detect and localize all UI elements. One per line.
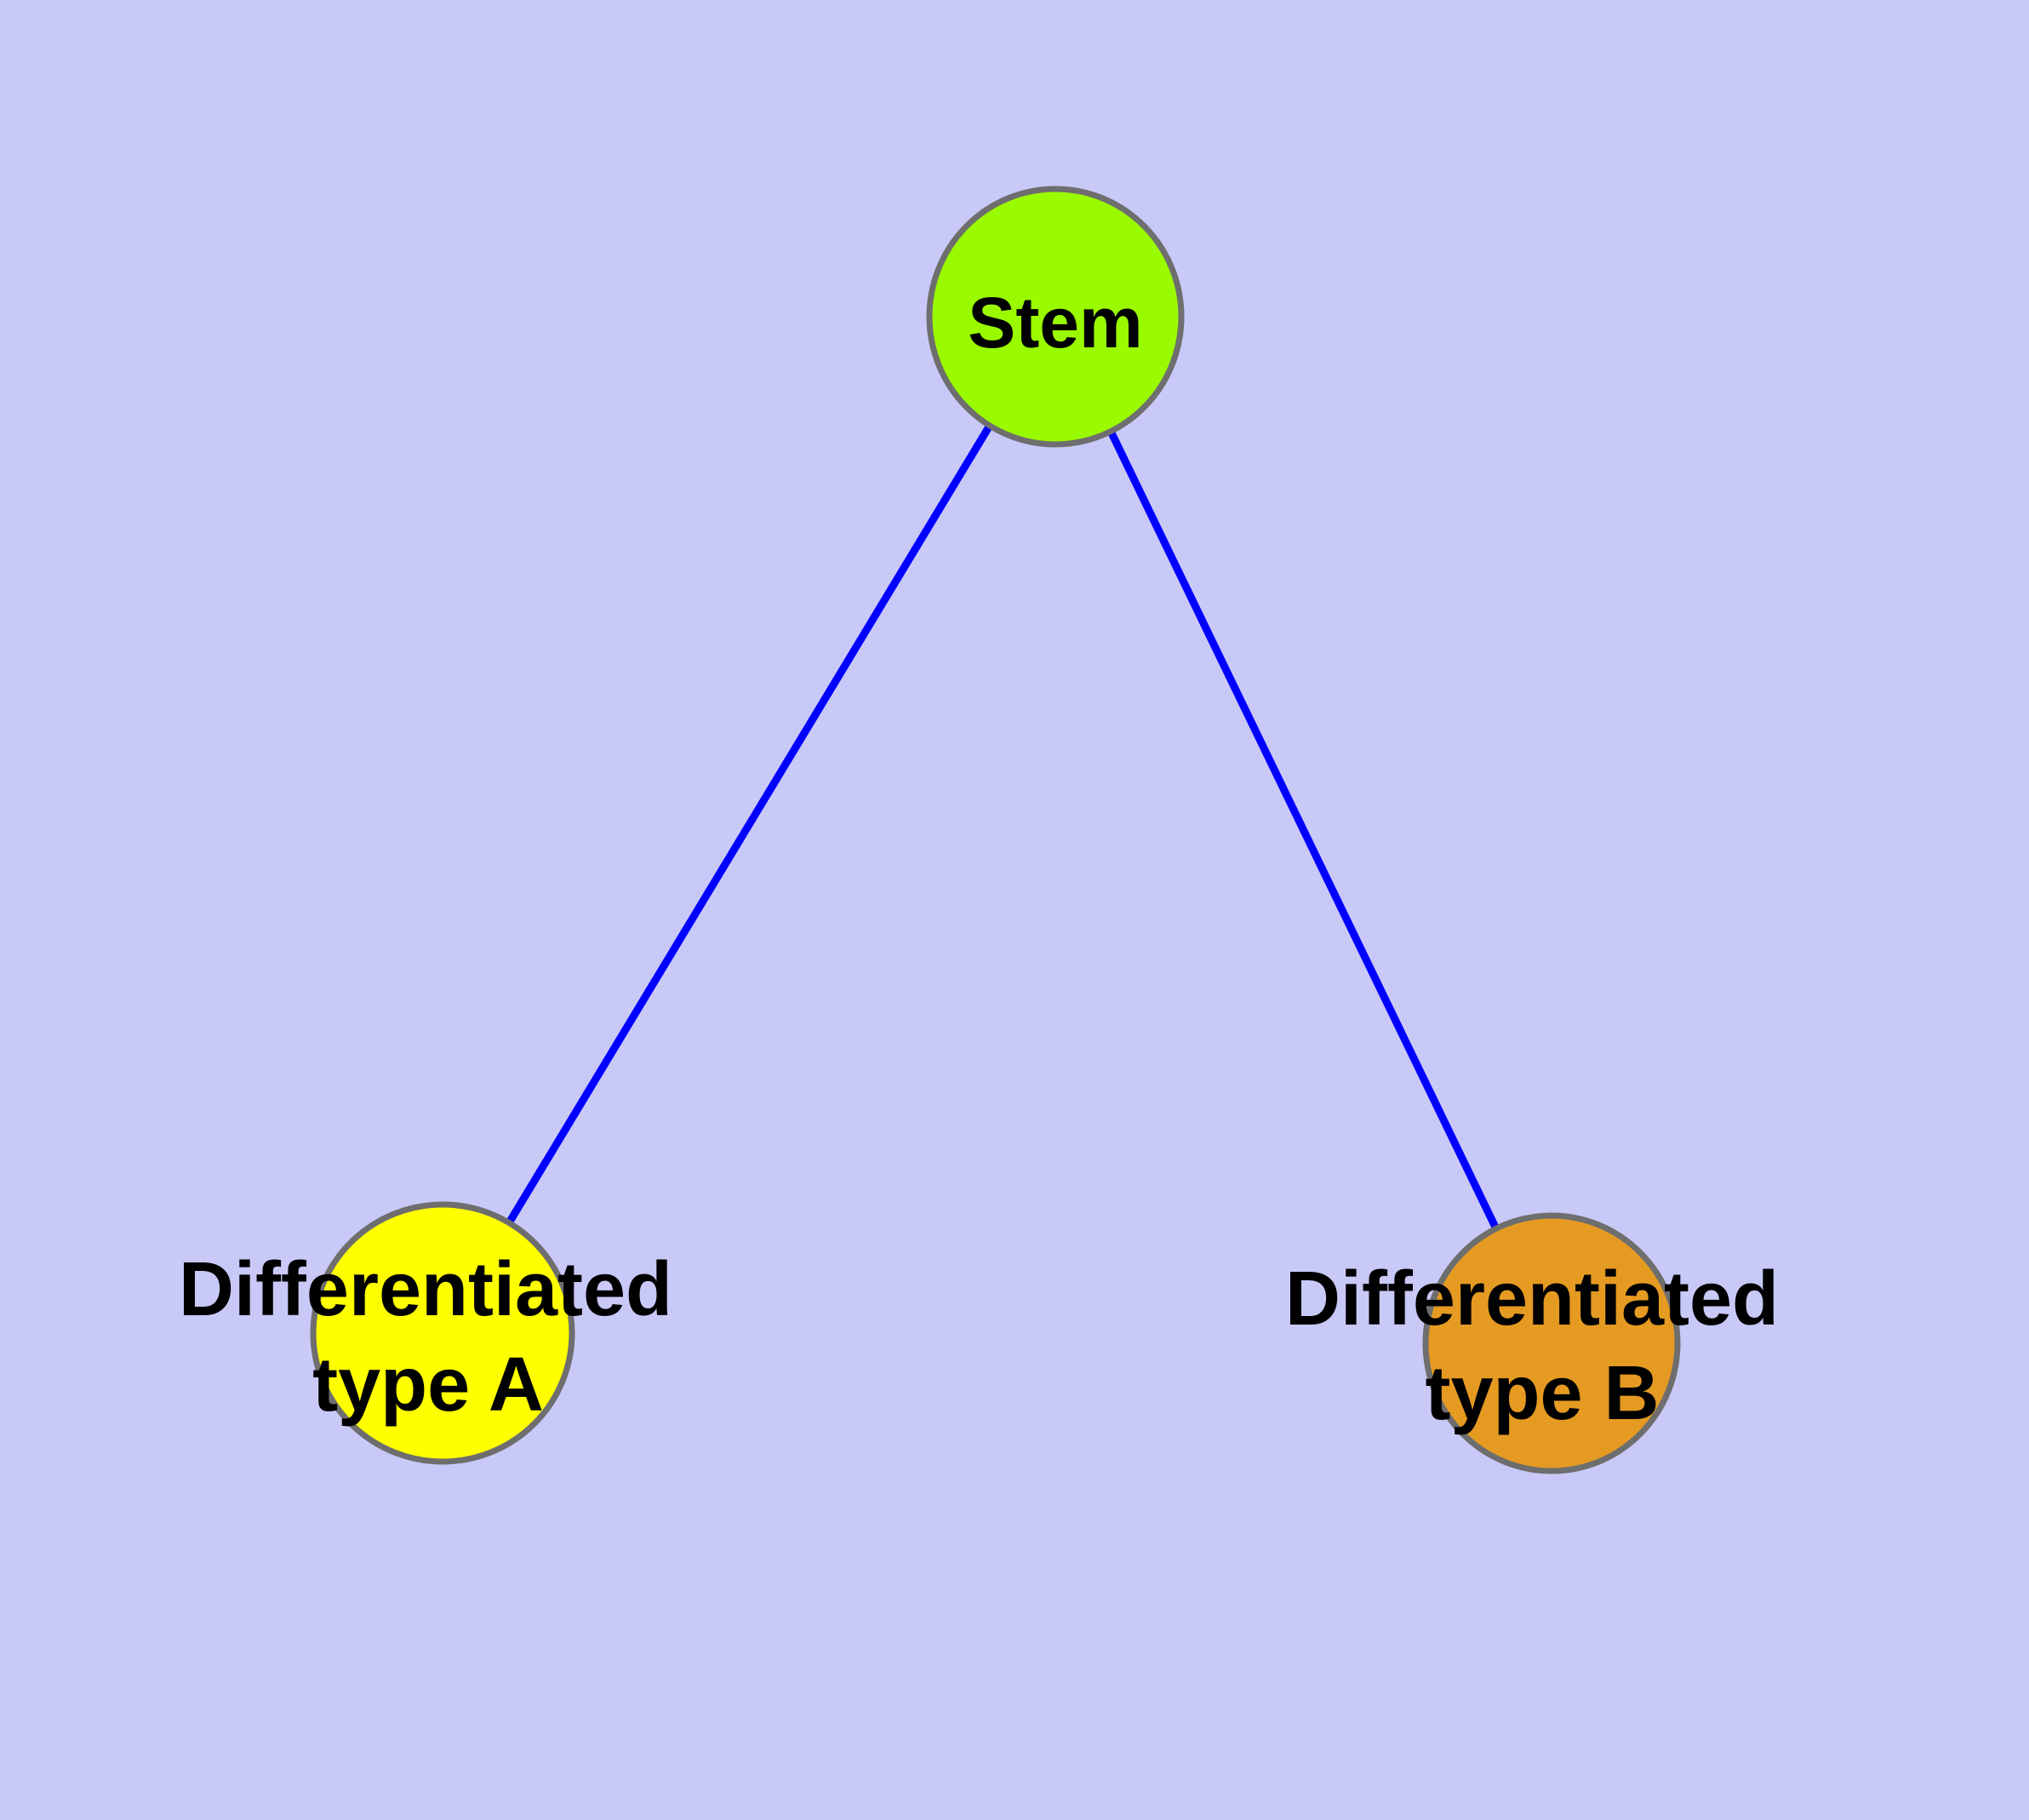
node-type-b-label-line1: Differentiated — [1285, 1256, 1779, 1342]
node-type-b — [1422, 1212, 1681, 1474]
edge-stem-to-type-b — [1051, 315, 1556, 1345]
node-type-a-label-line2: type A — [312, 1342, 544, 1428]
node-type-a — [310, 1201, 575, 1465]
node-type-a-label-line1: Differentiated — [179, 1247, 672, 1332]
edge-stem-to-type-a — [439, 314, 1059, 1336]
node-stem — [926, 186, 1185, 448]
node-type-a-circle — [310, 1201, 575, 1465]
node-type-b-label-line2: type B — [1425, 1351, 1659, 1436]
node-type-b-circle — [1422, 1212, 1681, 1474]
node-stem-circle — [926, 186, 1185, 448]
node-stem-label: Stem — [968, 283, 1142, 363]
